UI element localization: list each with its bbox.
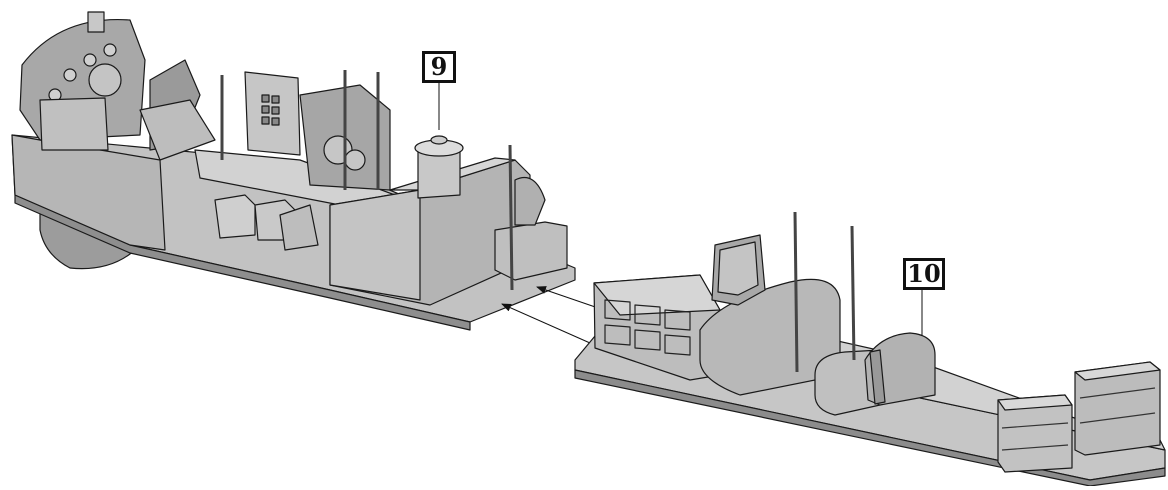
assembly-arrow-upper: [536, 286, 605, 311]
assembly-arrow-lower: [501, 303, 591, 344]
callout-part-9: 9: [422, 51, 456, 83]
part-10-aft-floor-assembly: [574, 211, 1166, 487]
part-9-forward-fuselage-assembly: [11, 11, 576, 331]
callout-part-10: 10: [903, 258, 945, 290]
